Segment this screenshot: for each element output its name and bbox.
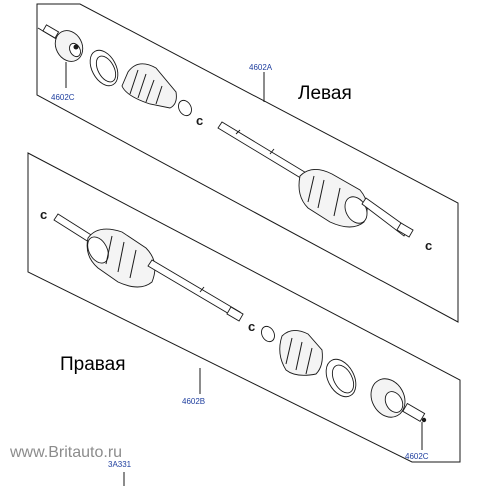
left-outer-cv-joint	[37, 24, 84, 62]
right-inner-cv-joint	[53, 213, 156, 288]
left-shaft-panel	[36, 3, 459, 323]
left-drive-shaft	[217, 121, 309, 181]
left-side-label: Левая	[298, 83, 352, 104]
right-small-clamp	[261, 325, 275, 343]
left-boot-clamp	[89, 49, 119, 87]
right-shaft-panel	[27, 152, 461, 463]
right-outer-cv-joint	[370, 378, 427, 423]
left-small-clamp	[178, 99, 192, 117]
right-drive-shaft	[147, 259, 244, 322]
left-circlip-1: c	[196, 113, 203, 128]
right-outer-boot	[279, 330, 323, 376]
right-circlip-1: c	[40, 207, 47, 222]
watermark: www.Britauto.ru	[9, 444, 122, 461]
right-shaft-code: 4602B	[182, 397, 205, 406]
left-outer-boot	[121, 63, 177, 109]
left-shaft-code: 4602A	[249, 63, 273, 72]
right-joint-code: 4602C	[405, 452, 429, 461]
assembly-code: 3A331	[108, 460, 132, 469]
left-inner-cv-joint	[298, 169, 414, 238]
left-joint-code: 4602C	[51, 93, 75, 102]
right-side-label: Правая	[60, 354, 126, 375]
left-circlip-2: c	[425, 238, 432, 253]
right-circlip-2: c	[248, 319, 255, 334]
right-boot-clamp	[325, 358, 357, 398]
